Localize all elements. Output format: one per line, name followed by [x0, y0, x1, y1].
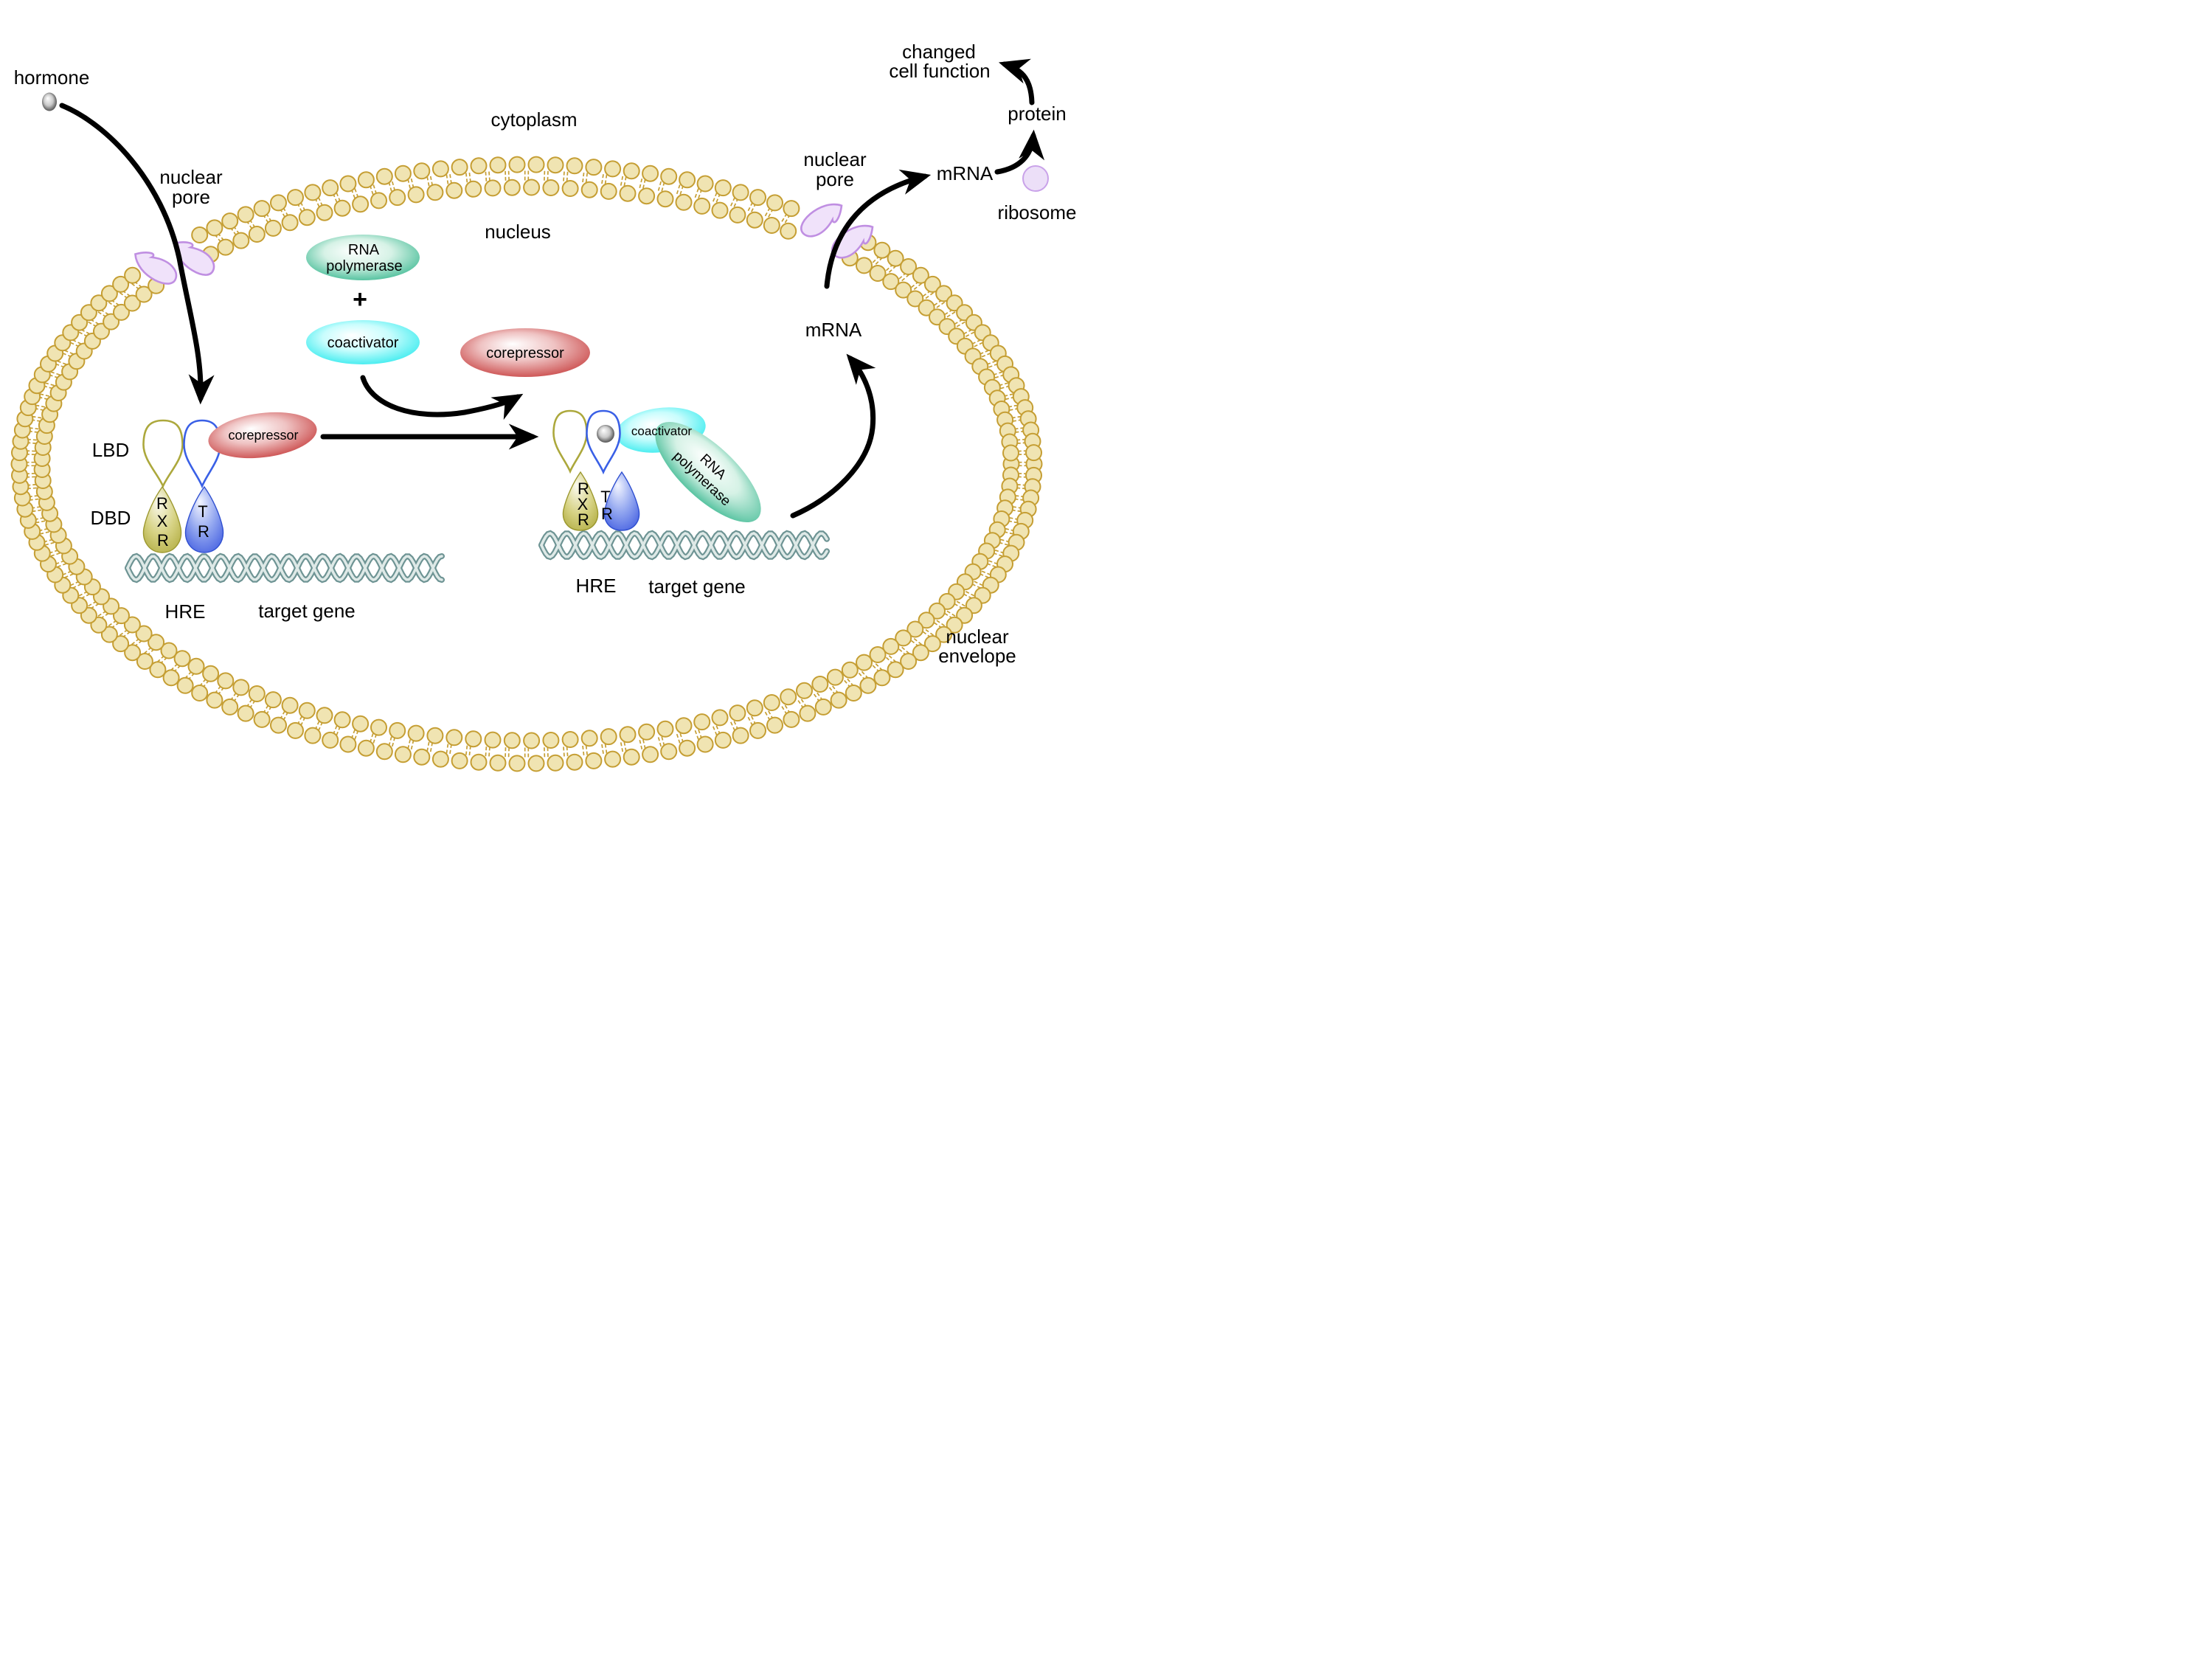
rxr-lbd-outline [552, 409, 588, 474]
rxr-letter: R [578, 510, 589, 529]
corepressor-free-label: corepressor [486, 345, 564, 361]
dna-left [125, 553, 445, 583]
changed-cell-function-label-2: cell function [889, 60, 990, 82]
lbd-label: LBD [92, 439, 130, 461]
tr-dbd [184, 485, 224, 553]
plus-sign: + [353, 285, 367, 314]
diagram: corepressor R X R T R RNA polymerase + c… [10, 41, 1077, 772]
rxr-letter: X [578, 495, 589, 513]
arrow-mrna-export [824, 169, 932, 289]
labels: hormone cytoplasm nucleus nuclear pore n… [14, 41, 1077, 667]
coactivator-bound-label: coactivator [631, 424, 693, 438]
coactivator-free-label: coactivator [327, 335, 399, 351]
arrow-translation [994, 129, 1045, 175]
receptor-complex-inactive: corepressor R X R T R [142, 412, 317, 553]
rna-polymerase-bound-ellipse [655, 421, 761, 523]
nuclear-pore-left-label-1: nuclear [159, 166, 223, 188]
arrow-cell-function [998, 58, 1035, 105]
nuclear-envelope-label-2: envelope [938, 645, 1016, 667]
rxr-lbd-outline [142, 419, 184, 489]
nuclear-envelope-membrane [10, 156, 1043, 772]
protein-label: protein [1008, 103, 1067, 125]
tr-letter: R [601, 505, 613, 523]
cytoplasm-label: cytoplasm [490, 108, 577, 131]
nuclear-pore-left-label-2: pore [172, 186, 210, 208]
lipid-heads [10, 156, 1043, 772]
dna-right [538, 530, 830, 561]
tr-dbd [603, 471, 640, 531]
corepressor-bound-ellipse [208, 412, 317, 459]
rxr-letter: R [578, 479, 589, 498]
arrow-transcription [790, 353, 876, 519]
rxr-dbd [142, 485, 182, 553]
mrna-inner-label: mRNA [805, 319, 862, 341]
rna-polymerase-free-label-1: RNA [348, 242, 380, 258]
rna-polymerase-free-ellipse [306, 235, 420, 280]
mrna-outer-label: mRNA [937, 162, 994, 184]
nucleus-label: nucleus [485, 221, 551, 243]
free-molecules: RNA polymerase + coactivator corepressor [306, 235, 590, 377]
rxr-dbd [562, 471, 599, 531]
tr-letter: T [198, 502, 207, 521]
receptor-complex-active: RNA polymerase coactivator R X R T R [552, 407, 761, 531]
arrow-hormone-entry [59, 103, 215, 405]
changed-cell-function-label-1: changed [902, 41, 976, 63]
hre-left-label: HRE [165, 600, 206, 623]
rna-polymerase-free-label-2: polymerase [326, 258, 402, 274]
arrows [59, 58, 1045, 519]
nuclear-pore-right-label-2: pore [816, 168, 854, 190]
tr-letter: R [198, 522, 209, 541]
ribosome-ball [1022, 165, 1049, 192]
hormone-ball-bound [597, 425, 614, 443]
rna-polymerase-bound: RNA polymerase [655, 421, 761, 523]
nuclear-envelope-label-1: nuclear [946, 626, 1009, 648]
corepressor-free-ellipse [460, 328, 590, 377]
nuclear-pore-right-label-1: nuclear [803, 148, 867, 170]
target-gene-right-label: target gene [648, 575, 746, 598]
dbd-label: DBD [91, 507, 131, 529]
hormone-ball [42, 92, 57, 111]
ribosome-label: ribosome [998, 201, 1077, 224]
tr-letter: T [600, 488, 610, 506]
hormone-label: hormone [14, 66, 90, 89]
corepressor-bound-label: corepressor [228, 428, 298, 443]
rxr-letter: R [156, 494, 168, 513]
target-gene-left-label: target gene [258, 600, 356, 622]
rxr-letter: X [157, 512, 168, 530]
coactivator-free-ellipse [306, 320, 420, 364]
lipid-heads [33, 179, 1020, 749]
rxr-letter: R [157, 531, 169, 550]
arrow-swap-exchange [360, 375, 524, 420]
hre-right-label: HRE [576, 575, 617, 597]
dna-helices [125, 530, 830, 583]
